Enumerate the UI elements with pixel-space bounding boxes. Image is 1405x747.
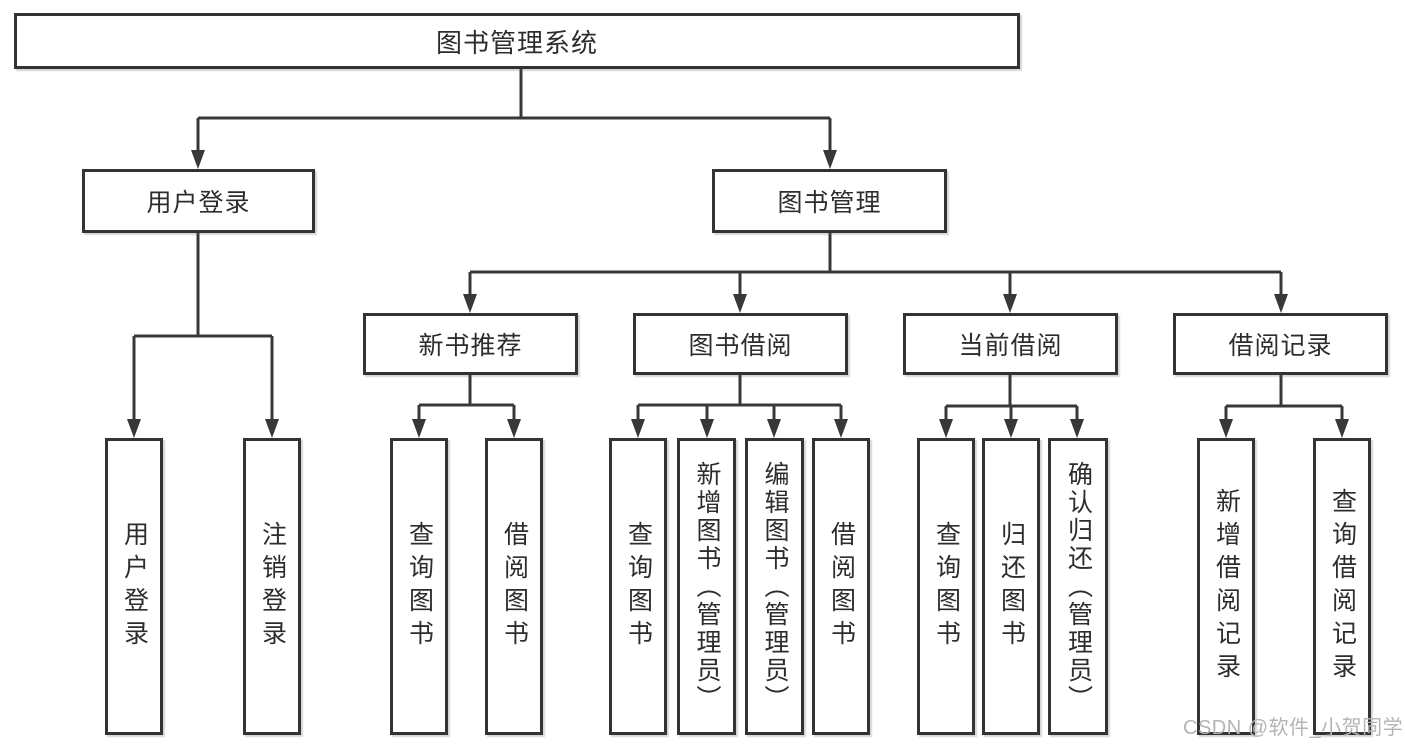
leaf-logout: 注销登录	[243, 438, 301, 735]
node-borrowing-records: 借阅记录	[1173, 313, 1388, 375]
leaf-logout-label: 注销登录	[258, 520, 287, 653]
leaf-borrow-books: 借阅图书	[812, 438, 870, 735]
leaf-query-books-recommend: 查询图书	[390, 438, 448, 735]
leaf-query-books-borrow-label: 查询图书	[624, 520, 653, 653]
leaf-edit-book-admin-label: 编辑图书（管理员）	[761, 460, 789, 713]
node-borrowing-records-label: 借阅记录	[1228, 332, 1333, 360]
leaf-add-borrow-record-label: 新增借阅记录	[1212, 487, 1241, 686]
node-current-borrowing: 当前借阅	[903, 313, 1118, 375]
node-book-management-label: 图书管理	[777, 189, 882, 217]
leaf-query-books-current: 查询图书	[917, 438, 975, 735]
node-root-label: 图书管理系统	[435, 27, 598, 58]
node-user-login: 用户登录	[82, 169, 315, 233]
leaf-query-books-recommend-label: 查询图书	[405, 520, 434, 653]
leaf-add-book-admin-label: 新增图书（管理员）	[693, 460, 721, 713]
leaf-query-books-borrow: 查询图书	[609, 438, 667, 735]
node-book-borrowing: 图书借阅	[633, 313, 848, 375]
leaf-query-books-current-label: 查询图书	[932, 520, 961, 653]
leaf-query-borrow-record: 查询借阅记录	[1313, 438, 1371, 735]
leaf-add-book-admin: 新增图书（管理员）	[677, 438, 736, 735]
leaf-borrow-books-recommend: 借阅图书	[485, 438, 543, 735]
node-new-book-recommendation-label: 新书推荐	[418, 332, 523, 360]
node-user-login-label: 用户登录	[146, 189, 251, 217]
node-book-management: 图书管理	[712, 169, 947, 233]
node-root: 图书管理系统	[14, 13, 1020, 69]
node-current-borrowing-label: 当前借阅	[958, 332, 1063, 360]
leaf-return-book: 归还图书	[982, 438, 1040, 735]
leaf-confirm-return-admin-label: 确认归还（管理员）	[1064, 460, 1093, 713]
leaf-user-login: 用户登录	[105, 438, 163, 735]
leaf-borrow-books-label: 借阅图书	[827, 520, 856, 653]
leaf-return-book-label: 归还图书	[997, 520, 1026, 653]
leaf-borrow-books-recommend-label: 借阅图书	[500, 520, 529, 653]
leaf-query-borrow-record-label: 查询借阅记录	[1328, 487, 1357, 686]
leaf-user-login-label: 用户登录	[120, 520, 149, 653]
leaf-confirm-return-admin: 确认归还（管理员）	[1048, 438, 1108, 735]
leaf-edit-book-admin: 编辑图书（管理员）	[745, 438, 804, 735]
node-new-book-recommendation: 新书推荐	[363, 313, 578, 375]
watermark-text: CSDN @软件_小贺同学	[1183, 717, 1404, 739]
node-book-borrowing-label: 图书借阅	[688, 332, 793, 360]
leaf-add-borrow-record: 新增借阅记录	[1197, 438, 1255, 735]
